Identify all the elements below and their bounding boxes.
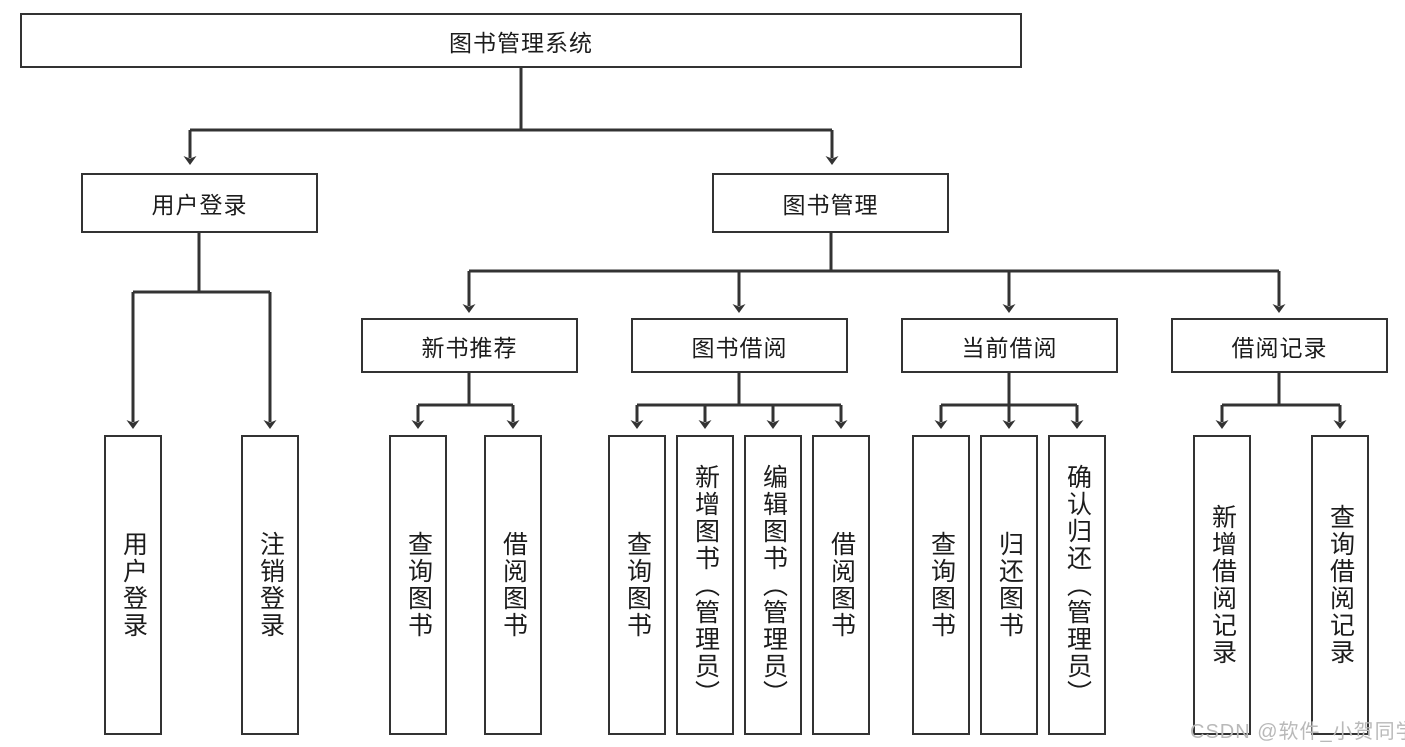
node-user-login[interactable]: 用户登录: [81, 173, 318, 233]
node-current-borrow-label: 当前借阅: [961, 334, 1058, 361]
node-leaf-query-record-label: 查询借阅记录: [1326, 504, 1355, 666]
node-leaf-query-book-3-label: 查询图书: [927, 531, 956, 639]
node-leaf-add-book[interactable]: 新增图书（管理员）: [676, 435, 734, 735]
watermark-text: CSDN @软件_小贺同学: [1190, 721, 1405, 743]
node-book-manage[interactable]: 图书管理: [712, 173, 949, 233]
node-leaf-query-record[interactable]: 查询借阅记录: [1311, 435, 1369, 735]
node-leaf-edit-book[interactable]: 编辑图书（管理员）: [744, 435, 802, 735]
node-leaf-add-record-label: 新增借阅记录: [1208, 504, 1237, 666]
node-leaf-logout[interactable]: 注销登录: [241, 435, 299, 735]
node-leaf-borrow-book-2[interactable]: 借阅图书: [812, 435, 870, 735]
node-leaf-add-book-label: 新增图书（管理员）: [691, 463, 720, 707]
node-new-book-recommend[interactable]: 新书推荐: [361, 318, 578, 373]
node-root[interactable]: 图书管理系统: [20, 13, 1022, 68]
node-borrow-record[interactable]: 借阅记录: [1171, 318, 1388, 373]
node-leaf-borrow-book-2-label: 借阅图书: [827, 531, 856, 639]
node-leaf-query-book-1-label: 查询图书: [404, 531, 433, 639]
node-leaf-confirm-return[interactable]: 确认归还（管理员）: [1048, 435, 1106, 735]
node-leaf-query-book-2[interactable]: 查询图书: [608, 435, 666, 735]
node-leaf-confirm-return-label: 确认归还（管理员）: [1063, 463, 1092, 707]
node-leaf-borrow-book-1-label: 借阅图书: [499, 531, 528, 639]
node-leaf-return-book[interactable]: 归还图书: [980, 435, 1038, 735]
node-book-borrow[interactable]: 图书借阅: [631, 318, 848, 373]
node-leaf-query-book-1[interactable]: 查询图书: [389, 435, 447, 735]
node-leaf-logout-label: 注销登录: [256, 531, 285, 639]
node-leaf-return-book-label: 归还图书: [995, 531, 1024, 639]
node-leaf-query-book-2-label: 查询图书: [623, 531, 652, 639]
node-leaf-borrow-book-1[interactable]: 借阅图书: [484, 435, 542, 735]
node-leaf-edit-book-label: 编辑图书（管理员）: [759, 463, 788, 707]
node-new-book-recommend-label: 新书推荐: [421, 334, 518, 361]
node-leaf-user-login[interactable]: 用户登录: [104, 435, 162, 735]
node-current-borrow[interactable]: 当前借阅: [901, 318, 1118, 373]
node-book-manage-label: 图书管理: [782, 192, 879, 218]
node-root-label: 图书管理系统: [449, 29, 593, 56]
node-borrow-record-label: 借阅记录: [1231, 334, 1328, 361]
node-leaf-user-login-label: 用户登录: [119, 531, 148, 639]
node-leaf-query-book-3[interactable]: 查询图书: [912, 435, 970, 735]
node-book-borrow-label: 图书借阅: [691, 334, 788, 361]
node-user-login-label: 用户登录: [151, 192, 248, 218]
node-leaf-add-record[interactable]: 新增借阅记录: [1193, 435, 1251, 735]
